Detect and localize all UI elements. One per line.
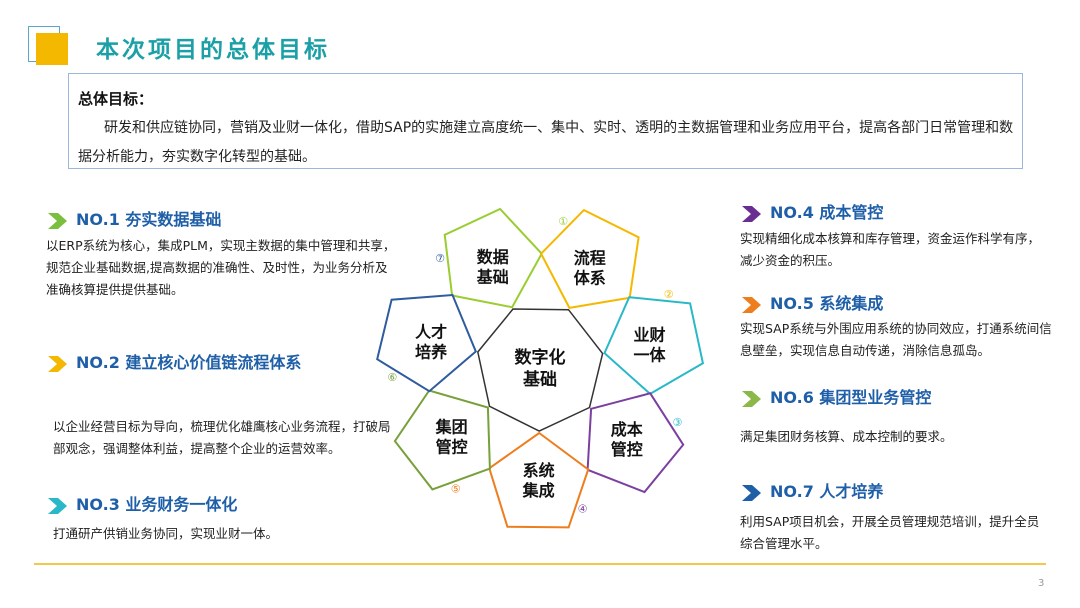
page-number: 3	[1038, 578, 1045, 589]
petal-6-label-line2: 管控	[436, 438, 468, 457]
petal-4	[586, 392, 685, 494]
item-3-heading: NO.3 业务财务一体化	[46, 491, 237, 515]
item-5-title: NO.5 系统集成	[770, 294, 884, 313]
petal-5-number: ⑤	[451, 483, 461, 496]
item-4-heading: NO.4 成本管控	[740, 199, 883, 223]
chevron-right-icon	[742, 296, 761, 313]
petal-5-label-line2: 集成	[522, 481, 555, 500]
chevron-right-icon	[742, 484, 761, 501]
petal-1-number: ①	[558, 215, 568, 228]
item-7-heading: NO.7 人才培养	[740, 478, 883, 502]
goal-box	[68, 73, 1023, 169]
item-3-text: 打通研产供销业务协同，实现业财一体。	[53, 526, 279, 541]
item-1-title: NO.1 夯实数据基础	[76, 210, 222, 229]
petal-1	[443, 207, 543, 309]
petal-7-label-line1: 人才	[415, 323, 447, 342]
item-1-text: 以ERP系统为核心，集成PLM，实现主数据的集中管理和共享，规范企业基础数据,提…	[46, 238, 396, 297]
petal-6	[393, 389, 491, 491]
item-6-text: 满足集团财务核算、成本控制的要求。	[740, 429, 953, 444]
petal-7-number: ⑦	[435, 252, 445, 265]
item-7-text: 利用SAP项目机会，开展全员管理规范培训，提升全员综合管理水平。	[740, 514, 1040, 551]
petal-5	[488, 431, 590, 529]
petal-2-label-line1: 流程	[574, 249, 606, 268]
petal-7	[376, 293, 478, 393]
petal-6-label-line1: 集团	[435, 418, 468, 437]
item-2-text: 以企业经营目标为导向，梳理优化雄鹰核心业务流程，打破局部观念，强调整体利益，提高…	[53, 419, 391, 456]
petal-3-number: ③	[672, 416, 682, 429]
item-7-title: NO.7 人才培养	[770, 482, 884, 501]
petal-5-label-line1: 系统	[523, 461, 555, 480]
petal-3-label-line2: 一体	[633, 345, 666, 364]
petal-1-label-line1: 数据	[477, 248, 509, 267]
item-5-heading: NO.5 系统集成	[740, 290, 883, 314]
item-6-heading: NO.6 集团型业务管控	[740, 384, 931, 408]
petal-2-label-line2: 体系	[574, 269, 606, 288]
chevron-right-icon	[48, 212, 67, 229]
petal-4-label-line1: 成本	[611, 420, 643, 439]
chevron-right-icon	[742, 390, 761, 407]
chevron-right-icon	[48, 355, 67, 372]
center-heptagon	[476, 308, 604, 432]
item-5-text: 实现SAP系统与外围应用系统的协同效应，打通系统间信息壁垒，实现信息自动传递，消…	[740, 321, 1052, 358]
petal-2	[539, 208, 640, 310]
page-title: 本次项目的总体目标	[96, 37, 330, 63]
item-6-title: NO.6 集团型业务管控	[770, 388, 932, 407]
petal-2-number: ②	[664, 288, 674, 301]
petal-3-label-line1: 业财	[633, 325, 665, 344]
item-2-title: NO.2 建立核心价值链流程体系	[76, 353, 302, 372]
center-label-line1: 数字化	[515, 347, 566, 368]
item-4-title: NO.4 成本管控	[770, 203, 884, 222]
item-4-text: 实现精细化成本核算和库存管理，资金运作科学有序，减少资金的积压。	[740, 231, 1041, 268]
chevron-right-icon	[48, 497, 67, 514]
center-label-line2: 基础	[522, 369, 557, 390]
item-1-heading: NO.1 夯实数据基础	[46, 206, 221, 230]
petal-7-label-line2: 培养	[415, 343, 448, 362]
goal-heading: 总体目标：	[78, 90, 154, 108]
petal-4-number: ④	[578, 503, 588, 516]
goal-body: 研发和供应链协同，营销及业财一体化，借助SAP的实施建立高度统一、集中、实时、透…	[78, 120, 1014, 165]
header-square-decoration	[36, 33, 68, 65]
chevron-right-icon	[742, 205, 761, 222]
petal-4-label-line2: 管控	[611, 440, 643, 459]
petal-1-label-line2: 基础	[476, 268, 509, 287]
petal-3	[603, 296, 705, 396]
petal-6-number: ⑥	[387, 371, 397, 384]
footer-divider	[34, 563, 1046, 565]
item-3-title: NO.3 业务财务一体化	[76, 495, 238, 514]
item-2-heading: NO.2 建立核心价值链流程体系	[46, 349, 301, 373]
